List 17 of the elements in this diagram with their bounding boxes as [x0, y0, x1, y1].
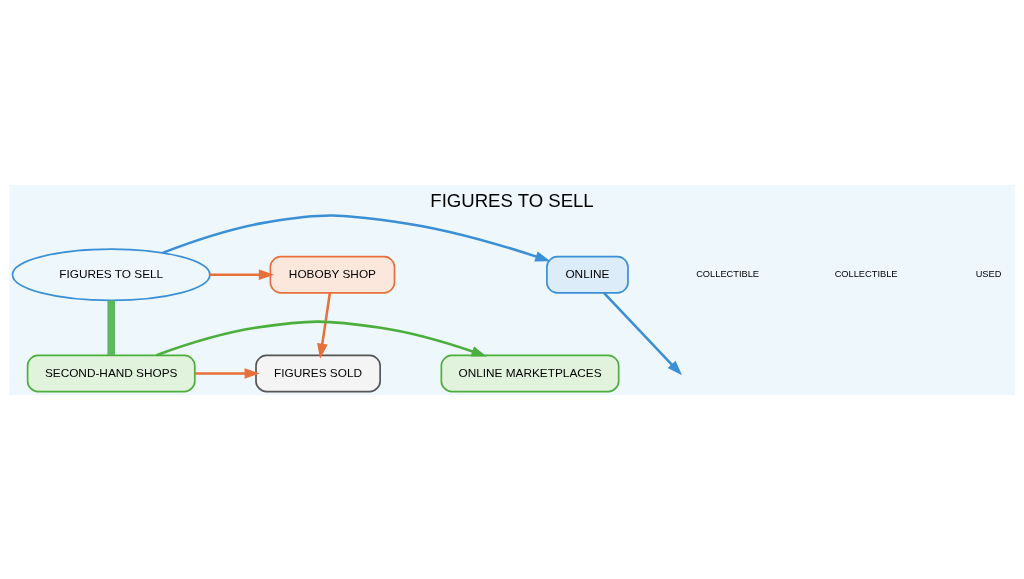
arrow [317, 292, 332, 359]
node-box: ONLINE MARKETPLACES [440, 353, 620, 392]
diagram-title: FIGURES TO SELL [430, 189, 594, 211]
node-ellipse: FIGURES TO SELL [11, 247, 211, 301]
arrow [156, 319, 487, 356]
node-box: HOBOBY SHOP [269, 255, 396, 294]
label: COLLECTIBLE [696, 268, 760, 279]
label: COLLECTIBLE [834, 268, 898, 279]
arrow [162, 213, 551, 262]
connector [107, 300, 115, 355]
arrow [194, 367, 260, 379]
node-box: ONLINE [546, 255, 629, 294]
node-box: FIGURES SOLD [255, 353, 381, 392]
arrow [602, 291, 683, 375]
label: USED [975, 268, 1002, 279]
node-box: SECOND-HAND SHOPS [26, 353, 196, 392]
arrow [209, 268, 275, 280]
